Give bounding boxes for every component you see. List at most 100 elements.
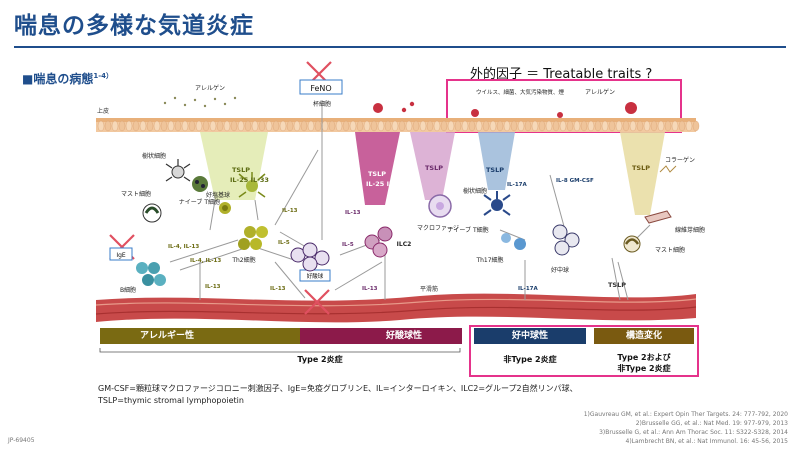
- il13-label-e: IL-13: [362, 286, 378, 292]
- eosinophil-cells: [290, 242, 330, 272]
- epithelial-cell: [174, 120, 182, 132]
- smooth-muscle-label: 平滑筋: [420, 285, 438, 293]
- epithelial-cell: [419, 120, 427, 132]
- legend-line-1: GM-CSF=顆粒球マクロファージコロニー刺激因子、IgE=免疫グロブリンE、I…: [98, 384, 578, 393]
- epithelial-cell: [489, 120, 497, 132]
- epithelial-cell: [363, 120, 371, 132]
- epithelial-cell: [377, 120, 385, 132]
- mast-right-label: マスト細胞: [655, 246, 685, 254]
- neutrophilic-bar: 好中球性: [474, 328, 586, 344]
- epithelial-cell: [531, 120, 539, 132]
- il4-il13-label-a: IL-4, IL-13: [168, 244, 199, 250]
- epithelial-cell: [244, 120, 252, 132]
- mast-left-label: マスト細胞: [121, 190, 151, 198]
- non-type2-group-label: 非Type 2炎症: [503, 355, 557, 364]
- neutrophilic-label: 好中球性: [511, 331, 548, 341]
- epithelial-cell: [636, 120, 644, 132]
- allergen-particles-left: [163, 96, 237, 108]
- epithelial-cell: [433, 120, 441, 132]
- tslp-label-6: TSLP: [608, 281, 626, 289]
- epithelial-cell: [104, 120, 112, 132]
- epithelial-cell: [237, 120, 245, 132]
- epithelial-cell: [251, 120, 259, 132]
- il4-il13-label-b: IL-4, IL-13: [190, 258, 221, 264]
- epithelial-cell: [643, 120, 651, 132]
- il13-label-c: IL-13: [270, 286, 286, 292]
- allergic-label: アレルギー性: [140, 331, 195, 341]
- section-subtitle: ■喘息の病態1-4）: [22, 70, 113, 87]
- epithelium-label: 上皮: [97, 107, 109, 115]
- ilc2-cells: [364, 226, 393, 258]
- ige-label: IgE: [116, 252, 126, 259]
- epithelial-cell: [678, 120, 686, 132]
- epithelial-cell: [300, 120, 308, 132]
- b-cell-label: B細胞: [120, 286, 136, 294]
- allergic-bar: アレルギー性: [100, 328, 300, 344]
- epithelial-cell: [398, 120, 406, 132]
- b-cells: [136, 262, 166, 286]
- eosinophil-box: [299, 269, 331, 282]
- epithelial-cell: [391, 120, 399, 132]
- epithelial-cell: [181, 120, 189, 132]
- il5-label-b: IL-5: [342, 242, 354, 248]
- basophil-label: 好塩基球: [206, 191, 230, 199]
- epithelial-cell: [356, 120, 364, 132]
- epithelial-cell: [559, 120, 567, 132]
- epithelial-cell: [601, 120, 609, 132]
- epithelial-cell: [629, 120, 637, 132]
- feno-box: [299, 79, 343, 95]
- epithelial-cell: [608, 120, 616, 132]
- epithelial-cell: [335, 120, 343, 132]
- reference-1: 1)Gauvreau GM, et al.: Expert Opin Ther …: [583, 411, 788, 418]
- both-group-label: Type 2および 非Type 2炎症: [617, 353, 671, 373]
- epithelial-cell: [475, 120, 483, 132]
- eosinophilic-bar: 好酸球性: [300, 328, 462, 344]
- naive-t-left-line: ナイーブ T細胞: [179, 198, 220, 206]
- macrophage-label: マクロファージ: [417, 225, 459, 232]
- epithelial-cell: [440, 120, 448, 132]
- allergen-right-label: アレルゲン: [585, 88, 615, 96]
- fibroblast-label: 線維芽細胞: [675, 226, 705, 234]
- epithelial-cell: [328, 120, 336, 132]
- il17a-label-1: IL-17A: [507, 182, 527, 188]
- epithelial-cell: [538, 120, 546, 132]
- tslp-dendritic-cell: [238, 172, 266, 198]
- subtitle-refs: 1-4）: [93, 72, 113, 80]
- tslp-label-5: TSLP: [632, 164, 650, 172]
- dendritic-left-label: 樹状細胞: [142, 152, 166, 160]
- epithelial-cell: [692, 120, 700, 132]
- naive-t-right-label: ナイーブ T細胞: [447, 226, 488, 234]
- ige-box: [109, 247, 133, 261]
- dendritic-cell-right: [483, 191, 511, 216]
- epithelial-cell: [384, 120, 392, 132]
- allergen-left-label: アレルゲン: [195, 84, 225, 92]
- neutrophil-cells: [552, 224, 580, 256]
- epithelial-cell: [461, 120, 469, 132]
- epithelial-cell: [188, 120, 196, 132]
- naive-t-left-label: ナイーブ T細胞: [179, 198, 220, 206]
- epithelial-cell: [412, 120, 420, 132]
- tslp-beam-mid: [355, 132, 400, 205]
- th17-cells: [501, 233, 526, 250]
- page-title: 喘息の多様な気道炎症: [14, 13, 254, 39]
- reference-2: 2)Brusselle GG, et al.: Nat Med. 19: 977…: [635, 420, 788, 427]
- abbreviation-legend: GM-CSF=顆粒球マクロファージコロニー刺激因子、IgE=免疫グロブリンE、I…: [98, 383, 578, 407]
- neutrophil-label: 好中球: [551, 266, 569, 274]
- epithelial-cell: [587, 120, 595, 132]
- th17-label: Th17細胞: [475, 256, 503, 264]
- epithelial-cell: [349, 120, 357, 132]
- epithelial-cell: [664, 120, 672, 132]
- tslp-beam-mid2: [410, 132, 455, 200]
- epithelial-cell: [594, 120, 602, 132]
- il17a-label-2: IL-17A: [518, 286, 538, 292]
- virus-label: ウイルス、細菌、大気汚染物質、煙: [476, 88, 565, 96]
- epithelial-cell: [622, 120, 630, 132]
- th2-label: Th2細胞: [231, 256, 255, 264]
- epithelial-cell: [566, 120, 574, 132]
- tslp-label-1: TSLP: [232, 166, 250, 174]
- basophil-cell: [192, 176, 208, 192]
- reference-3: 3)Brusselle G, et al.: Ann Am Thorac Soc…: [599, 429, 788, 436]
- title-rule: [14, 46, 786, 48]
- epithelial-cell: [265, 120, 273, 132]
- epithelial-cell: [524, 120, 532, 132]
